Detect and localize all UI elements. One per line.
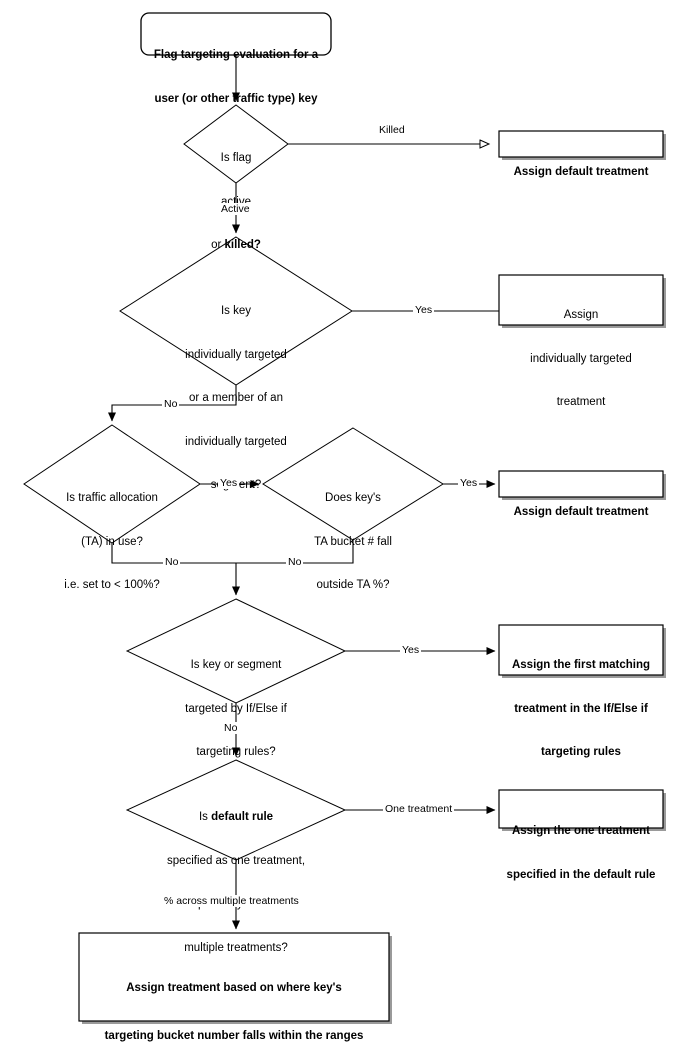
edge-label-percent-across: % across multiple treatments [162,895,301,907]
node-d4 [262,427,444,541]
edge-label-no-d3: No [163,556,181,568]
edge-d4-no [236,540,354,564]
edge-label-killed: Killed [377,124,407,136]
edge-label-yes-d4: Yes [458,477,480,489]
edge-label-yes-d5: Yes [400,644,422,656]
node-b3 [498,470,666,500]
edge-d3-no [111,543,236,564]
node-d2 [119,236,353,386]
edge-label-yes-d2: Yes [413,304,435,316]
node-d5 [125,598,347,704]
node-d1 [183,104,289,184]
node-d6 [125,759,347,861]
node-start [140,12,332,56]
node-b1 [498,130,666,160]
edge-label-no-d4: No [286,556,304,568]
node-d3 [23,424,201,544]
node-b2 [498,274,666,328]
node-b6 [78,932,392,1024]
edge-label-yes-d3: Yes [218,477,240,489]
edge-label-no-d2: No [162,398,180,410]
edge-label-active: Active [219,203,252,215]
edge-label-one-treatment: One treatment [383,803,455,815]
edge-label-no-d5: No [222,722,240,734]
node-b5 [498,789,666,831]
node-b4 [498,624,666,678]
